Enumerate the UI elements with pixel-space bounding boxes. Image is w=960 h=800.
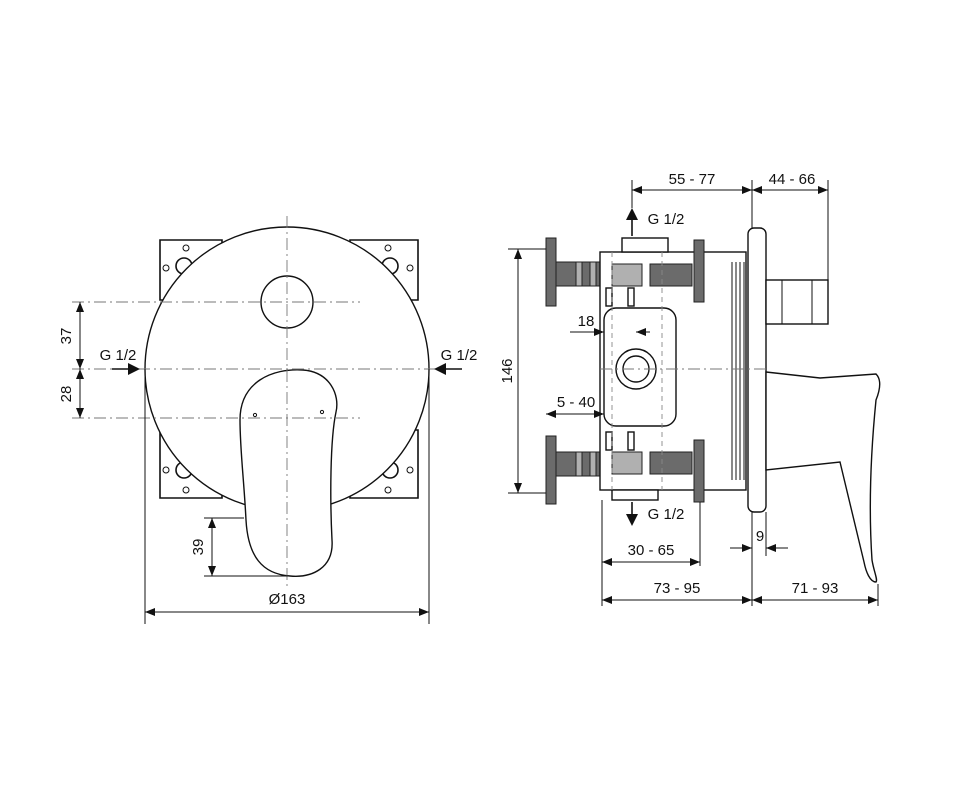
lever-handle — [239, 369, 338, 577]
inlet-arrow-right — [434, 363, 446, 375]
outlet-arrow-bottom — [626, 514, 638, 526]
dim-44-66: 44 - 66 — [769, 171, 816, 188]
dim-37: 37 — [58, 328, 75, 345]
inlet-label-left: G 1/2 — [100, 347, 137, 364]
front-plate — [747, 227, 767, 513]
lever-side — [765, 371, 881, 583]
dim-diameter: Ø163 — [269, 591, 306, 608]
dim-9: 9 — [756, 528, 764, 545]
front-view: 37 28 G 1/2 G 1/2 39 Ø163 — [58, 216, 477, 624]
dim-28: 28 — [58, 386, 75, 403]
inlet-label-right: G 1/2 — [441, 347, 478, 364]
dim-73-95: 73 - 95 — [654, 580, 701, 597]
dim-5-40: 5 - 40 — [557, 394, 595, 411]
side-view: G 1/2 G 1/2 55 - 77 44 - 66 146 18 — [499, 171, 881, 606]
dim-55-77: 55 - 77 — [669, 171, 716, 188]
hose-outlet — [765, 279, 829, 325]
dim-39: 39 — [190, 539, 207, 556]
outlet-label-top: G 1/2 — [648, 211, 685, 228]
outlet-arrow-top — [626, 208, 638, 220]
dim-71-93: 71 - 93 — [792, 580, 839, 597]
dim-30-65: 30 - 65 — [628, 542, 675, 559]
dim-18: 18 — [578, 313, 595, 330]
top-connector — [621, 237, 669, 253]
outlet-label-bottom: G 1/2 — [648, 506, 685, 523]
bottom-connector — [611, 489, 659, 501]
flange-bottom — [545, 435, 557, 505]
flange-top — [545, 237, 557, 307]
dim-146: 146 — [499, 358, 516, 383]
inlet-arrow-left — [128, 363, 140, 375]
